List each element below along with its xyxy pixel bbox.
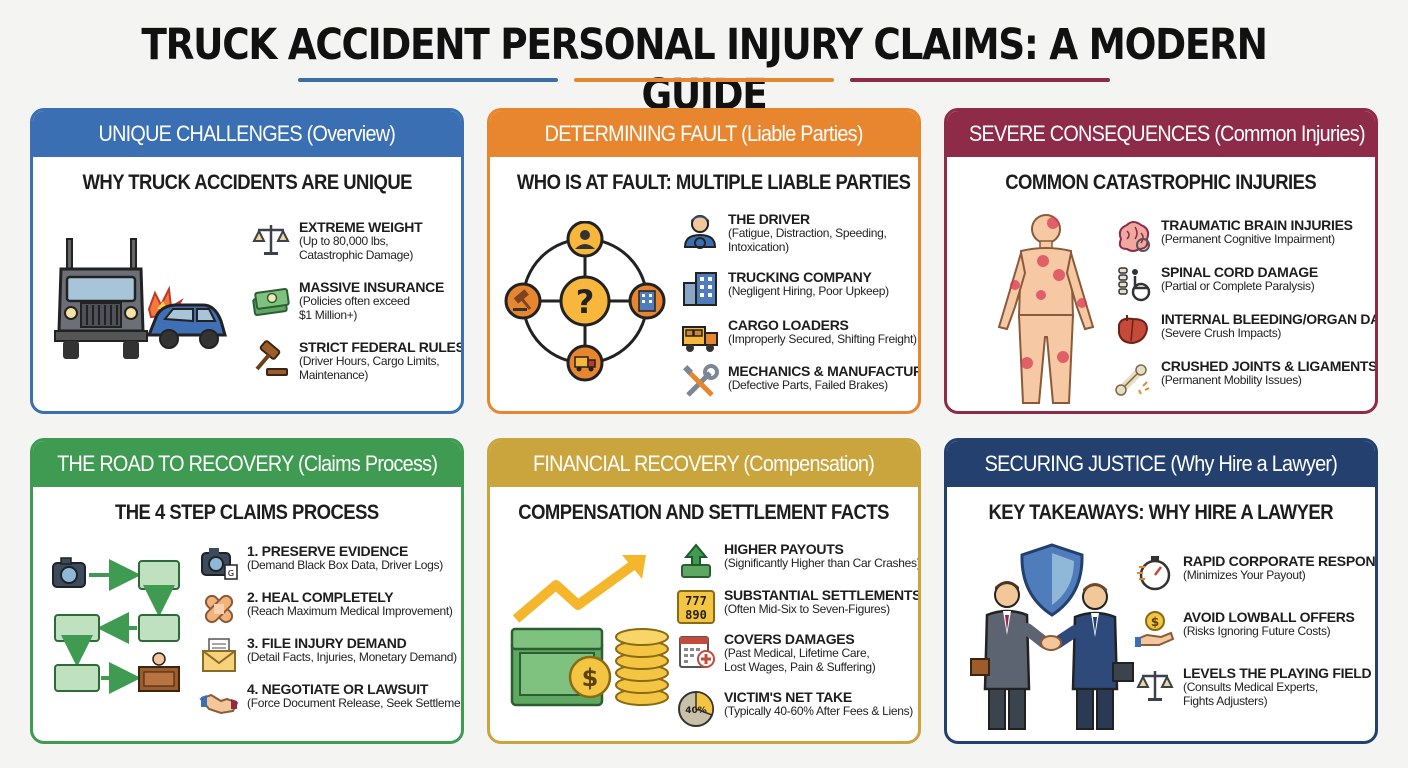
svg-text:$: $ xyxy=(582,664,599,692)
driver-icon xyxy=(683,215,717,249)
cargo-icon xyxy=(682,326,718,352)
list-item: EXTREME WEIGHT (Up to 80,000 lbs, Catast… xyxy=(251,219,423,263)
panel-header: SEVERE CONSEQUENCES (Common Injuries) xyxy=(947,111,1375,157)
list-item: 4. NEGOTIATE OR LAWSUIT (Force Document … xyxy=(199,681,461,721)
growth-icon xyxy=(681,543,711,578)
gavel-icon xyxy=(255,340,288,376)
list-item: THE DRIVER (Fatigue, Distraction, Speedi… xyxy=(680,211,887,255)
scales-icon xyxy=(252,225,290,255)
building-node-icon xyxy=(628,282,666,320)
organ-icon xyxy=(1118,315,1149,345)
panel-subhead: WHY TRUCK ACCIDENTS ARE UNIQUE xyxy=(82,171,412,194)
tools-icon xyxy=(683,364,719,397)
panel-road-to-recovery: THE ROAD TO RECOVERY (Claims Process) TH… xyxy=(30,438,464,744)
panel-determining-fault: DETERMINING FAULT (Liable Parties) WHO I… xyxy=(487,108,921,414)
money-icon xyxy=(252,287,290,317)
title-underline-blue xyxy=(298,78,558,82)
bone-icon xyxy=(1115,364,1150,396)
list-item: 2. HEAL COMPLETELY (Reach Maximum Medica… xyxy=(199,589,453,629)
panel-financial-recovery: FINANCIAL RECOVERY (Compensation) COMPEN… xyxy=(487,438,921,744)
panel-subhead: COMPENSATION AND SETTLEMENT FACTS xyxy=(518,501,890,524)
list-item: $ AVOID LOWBALL OFFERS (Risks Ignoring F… xyxy=(1135,609,1355,649)
courtroom-icon xyxy=(138,652,180,692)
panel-subhead: THE 4 STEP CLAIMS PROCESS xyxy=(115,501,379,524)
list-item: TRUCKING COMPANY (Negligent Hiring, Poor… xyxy=(680,269,889,309)
panel-subhead: WHO IS AT FAULT: MULTIPLE LIABLE PARTIES xyxy=(516,171,911,194)
money-growth-illustration: $ xyxy=(510,555,669,707)
truck-crash-illustration xyxy=(54,238,227,359)
page-title: TRUCK ACCIDENT PERSONAL INJURY CLAIMS: A… xyxy=(141,20,1267,120)
list-item: STRICT FEDERAL RULES (Driver Hours, Carg… xyxy=(251,339,461,383)
list-item: 40% VICTIM'S NET TAKE (Typically 40-60% … xyxy=(676,689,913,729)
list-item: COVERS DAMAGES (Past Medical, Lifetime C… xyxy=(676,631,876,675)
building-icon xyxy=(683,272,717,306)
list-item: CRUSHED JOINTS & LIGAMENTS (Permanent Mo… xyxy=(1113,358,1375,398)
list-item: 3. FILE INJURY DEMAND (Detail Facts, Inj… xyxy=(199,635,457,675)
driver-node-icon xyxy=(566,221,604,258)
list-item: INTERNAL BLEEDING/ORGAN DAMAGE (Severe C… xyxy=(1113,311,1375,351)
list-item: G 1. PRESERVE EVIDENCE (Demand Black Box… xyxy=(199,543,443,583)
panel-header: FINANCIAL RECOVERY (Compensation) xyxy=(490,441,918,487)
list-item: MECHANICS & MANUFACTURERS (Defective Par… xyxy=(680,363,918,403)
panel-securing-justice: SECURING JUSTICE (Why Hire a Lawyer) KEY… xyxy=(944,438,1378,744)
list-item: CARGO LOADERS (Improperly Secured, Shift… xyxy=(680,317,917,357)
svg-text:$: $ xyxy=(1151,615,1159,629)
list-item: TRAUMATIC BRAIN INJURIES (Permanent Cogn… xyxy=(1113,217,1353,257)
panel-header: THE ROAD TO RECOVERY (Claims Process) xyxy=(33,441,461,487)
panel-header: DETERMINING FAULT (Liable Parties) xyxy=(490,111,918,157)
question-mark: ? xyxy=(576,283,595,321)
envelope-icon xyxy=(202,638,236,672)
title-underline-maroon xyxy=(850,78,1110,82)
svg-text:890: 890 xyxy=(685,608,707,622)
lawyer-handshake-illustration xyxy=(970,543,1134,730)
bandage-icon xyxy=(204,594,234,624)
panel-unique-challenges: UNIQUE CHALLENGES (Overview) WHY TRUCK A… xyxy=(30,108,464,414)
brain-icon xyxy=(1118,221,1150,252)
panel-header: SECURING JUSTICE (Why Hire a Lawyer) xyxy=(947,441,1375,487)
scales-icon xyxy=(1136,671,1174,701)
svg-text:40%: 40% xyxy=(685,706,707,716)
calendar-medical-icon xyxy=(679,636,715,668)
claims-process-flowchart xyxy=(52,557,180,694)
panel-header: UNIQUE CHALLENGES (Overview) xyxy=(33,111,461,157)
truck-node-icon xyxy=(566,344,604,382)
panel-severe-consequences: SEVERE CONSEQUENCES (Common Injuries) CO… xyxy=(944,108,1378,414)
title-underline-orange xyxy=(574,78,834,82)
svg-text:777: 777 xyxy=(685,594,707,608)
dollar-coin-icon: $ xyxy=(568,655,612,699)
gavel-node-icon xyxy=(504,282,542,320)
panel-subhead: KEY TAKEAWAYS: WHY HIRE A LAWYER xyxy=(988,501,1334,524)
pie-icon: 40% xyxy=(678,691,714,727)
list-item: HIGHER PAYOUTS (Significantly Higher tha… xyxy=(676,541,918,581)
camera-step-icon xyxy=(52,557,86,588)
svg-text:G: G xyxy=(228,569,234,578)
handshake-icon xyxy=(199,693,239,715)
shield-icon xyxy=(1020,543,1084,617)
human-body-illustration xyxy=(997,214,1095,404)
panel-subhead: COMMON CATASTROPHIC INJURIES xyxy=(1005,171,1317,194)
stopwatch-icon xyxy=(1137,556,1171,591)
list-item: MASSIVE INSURANCE (Policies often exceed… xyxy=(251,279,444,323)
list-item: LEVELS THE PLAYING FIELD (Consults Medic… xyxy=(1135,665,1372,709)
camera-icon: G xyxy=(201,548,238,580)
list-item: SPINAL CORD DAMAGE (Partial or Complete … xyxy=(1113,264,1318,304)
spine-wheelchair-icon xyxy=(1118,267,1151,302)
liable-parties-diagram: ? xyxy=(504,221,666,382)
list-item: RAPID CORPORATE RESPONSE (Minimizes Your… xyxy=(1135,553,1375,593)
coin-hand-icon: $ xyxy=(1135,611,1175,647)
